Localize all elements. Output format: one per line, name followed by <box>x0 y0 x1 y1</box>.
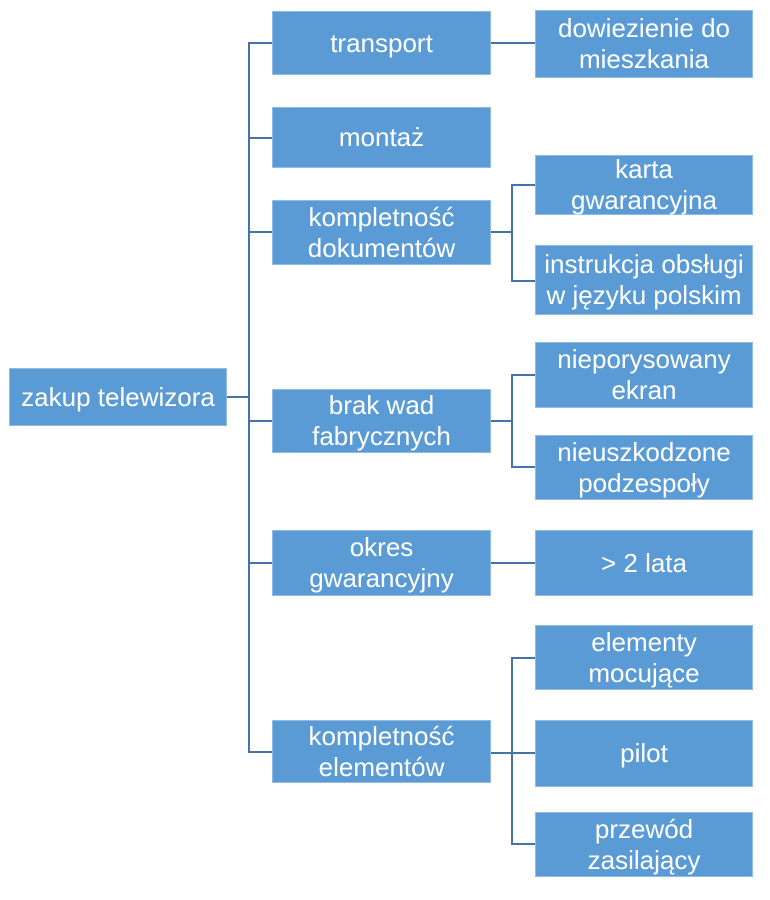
connector-brakwad-trunk <box>511 374 513 468</box>
node-zakup-telewizora: zakup telewizora <box>9 368 227 426</box>
node-label: nieuszkodzone podzespoły <box>557 436 731 498</box>
node-label: transport <box>330 27 433 58</box>
connector-transport-to-dowiezienie <box>491 42 535 44</box>
node-nieuszkodzone-podzespoly: nieuszkodzone podzespoły <box>535 435 753 500</box>
connector-brakwad-to-trunk <box>491 420 512 422</box>
connector-stub-nieporysowany-ekran <box>513 374 535 376</box>
node-dowiezienie-do-mieszkania: dowiezienie do mieszkania <box>535 10 753 78</box>
connector-elementy-trunk <box>511 657 513 845</box>
connector-stub-elementy-mocujace <box>513 657 535 659</box>
connector-okres-to-2lata <box>491 562 535 564</box>
node-label: zakup telewizora <box>21 381 215 412</box>
node-label: dowiezienie do mieszkania <box>557 13 730 74</box>
node-okres-gwarancyjny: okres gwarancyjny <box>272 530 491 596</box>
connector-stub-kompletnosc-dokumentow <box>250 231 272 233</box>
connector-dokumenty-to-trunk <box>491 231 512 233</box>
node-label: karta gwarancyjna <box>571 154 717 215</box>
connector-stub-karta-gwarancyjna <box>513 184 535 186</box>
node-label: nieporysowany ekran <box>557 344 731 405</box>
node-karta-gwarancyjna: karta gwarancyjna <box>535 154 753 215</box>
node-label: brak wad fabrycznych <box>312 390 451 451</box>
connector-stub-kompletnosc-elementow <box>250 751 272 753</box>
connector-stub-okres-gwarancyjny <box>250 562 272 564</box>
node-brak-wad-fabrycznych: brak wad fabrycznych <box>272 389 491 453</box>
node-transport: transport <box>272 11 491 75</box>
connector-stub-montaz <box>250 137 272 139</box>
node-label: montaż <box>338 122 425 153</box>
connector-stub-transport <box>250 42 272 44</box>
node-label: pilot <box>620 738 668 769</box>
node-elementy-mocujace: elementy mocujące <box>535 625 753 690</box>
node-kompletnosc-elementow: kompletność elementów <box>272 720 491 783</box>
node-label: instrukcja obsługi w języku polskim <box>544 249 744 310</box>
node-montaz: montaż <box>272 107 491 168</box>
connector-stub-instrukcja <box>513 280 535 282</box>
connector-stub-brak-wad <box>250 420 272 422</box>
node-label: > 2 lata <box>600 547 687 578</box>
node-label: okres gwarancyjny <box>309 532 454 593</box>
node-kompletnosc-dokumentow: kompletność dokumentów <box>272 200 491 265</box>
connector-stub-nieuszkodzone-podzespoly <box>513 466 535 468</box>
node-label: kompletność dokumentów <box>307 201 456 263</box>
connector-elementy-to-pilot <box>491 752 535 754</box>
node-instrukcja-obslugi: instrukcja obsługi w języku polskim <box>535 245 753 315</box>
connector-main-trunk <box>248 42 250 753</box>
node-ponad-2-lata: > 2 lata <box>535 530 753 596</box>
node-label: przewód zasilający <box>587 813 701 875</box>
node-pilot: pilot <box>535 720 753 787</box>
connector-stub-przewod-zasilajacy <box>513 843 535 845</box>
connector-root-to-trunk <box>227 396 248 398</box>
node-nieporysowany-ekran: nieporysowany ekran <box>535 342 753 408</box>
node-label: kompletność elementów <box>308 720 455 782</box>
node-label: elementy mocujące <box>588 626 700 688</box>
connector-dokumenty-trunk <box>511 184 513 282</box>
node-przewod-zasilajacy: przewód zasilający <box>535 812 753 877</box>
